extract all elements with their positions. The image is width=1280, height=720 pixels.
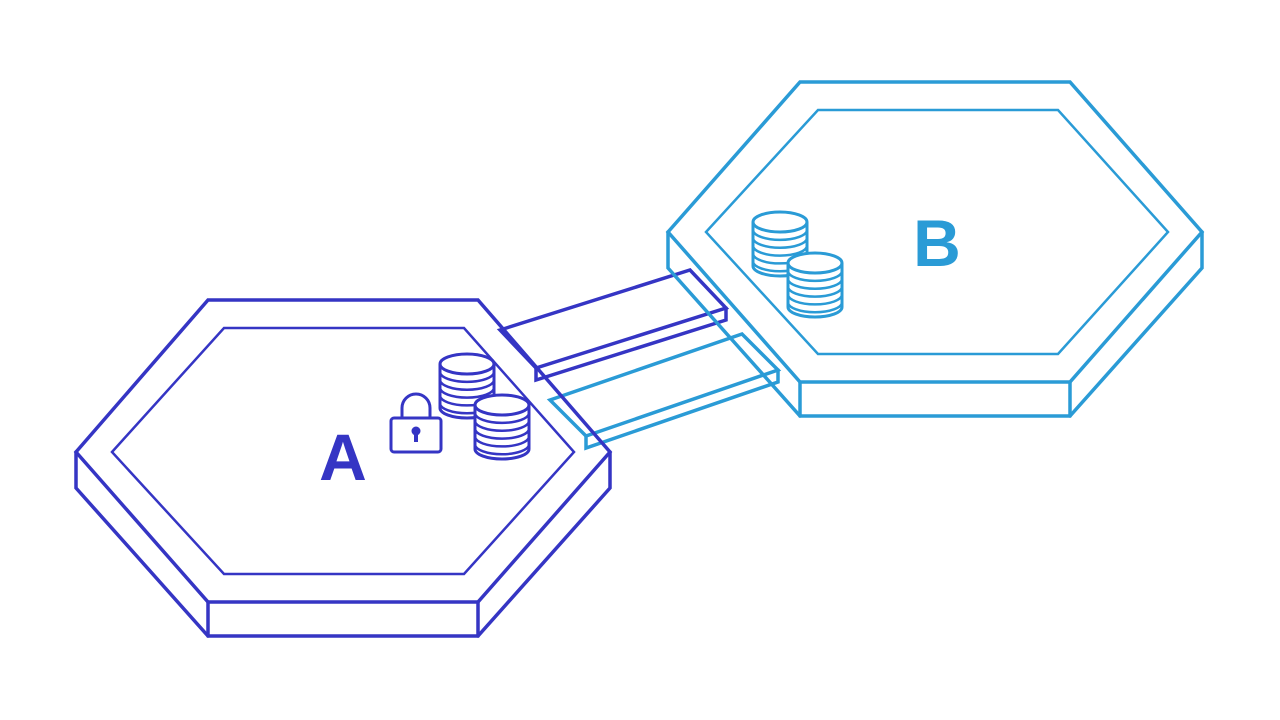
node-label-a: A [319,420,367,494]
node-label-b: B [913,206,961,280]
bridge [496,268,782,451]
coin-stack-icon [473,393,531,461]
lock-icon [389,392,443,454]
platform-a [73,298,613,638]
coin-stack-icon [786,251,844,319]
platform-b [665,80,1205,418]
bridge-rail-lower [546,331,782,451]
